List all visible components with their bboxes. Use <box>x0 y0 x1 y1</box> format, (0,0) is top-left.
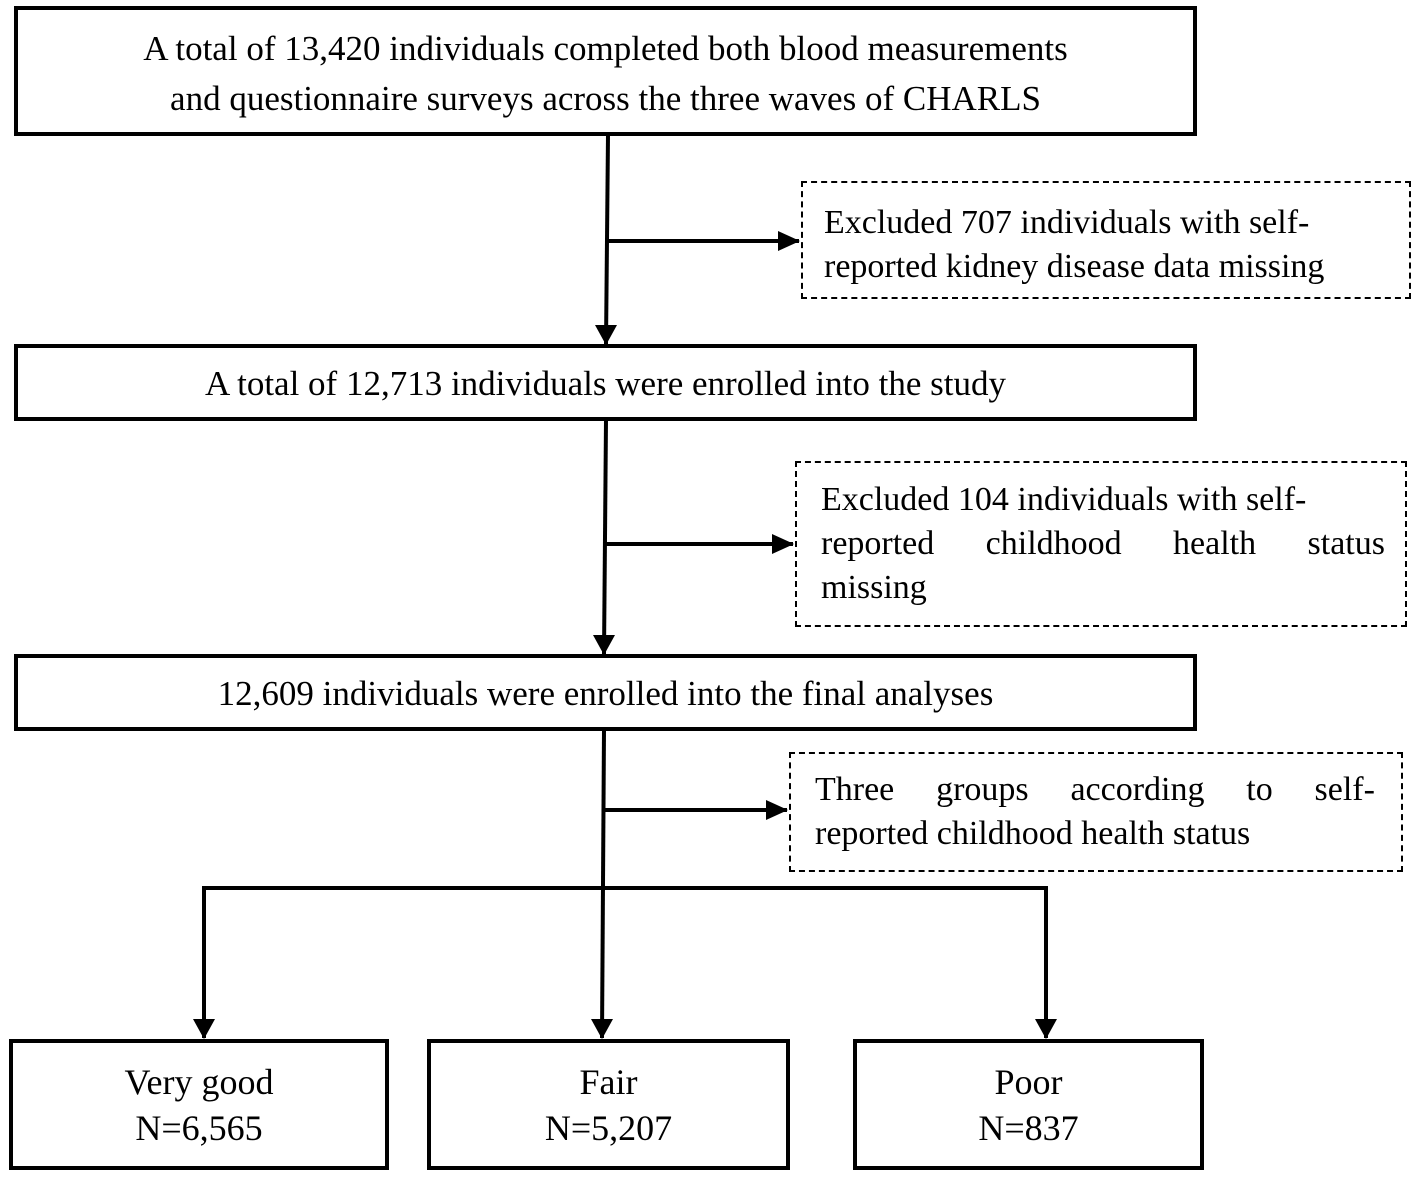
groups-note-box: Three groups according to self- reported… <box>789 752 1403 872</box>
childhood-word: reported <box>821 525 935 562</box>
childhood-word: childhood <box>985 525 1122 562</box>
group-count: N=6,565 <box>135 1108 263 1148</box>
branch-line <box>202 886 1048 1038</box>
kidney-line-1: Excluded 707 individuals with self- <box>824 204 1310 241</box>
kidney-exclusion-box: Excluded 707 individuals with self- repo… <box>801 181 1411 299</box>
arrow-total-to-enrolled <box>595 134 617 345</box>
childhood-word: status <box>1307 525 1385 562</box>
groups-note-word: Three <box>815 771 895 808</box>
group-fair-box: Fair N=5,207 <box>427 1039 790 1170</box>
group-label: Poor <box>994 1062 1063 1102</box>
childhood-line-2: reported childhood health status <box>821 522 1385 566</box>
kidney-line-2: reported kidney disease data missing <box>824 248 1325 285</box>
total-line-2: and questionnaire surveys across the thr… <box>170 79 1041 118</box>
childhood-exclusion-box: Excluded 104 individuals with self- repo… <box>795 461 1407 627</box>
groups-note-line-1: Three groups according to self- <box>815 768 1375 812</box>
childhood-line-3: missing <box>821 569 927 606</box>
final-analyses-box: 12,609 individuals were enrolled into th… <box>14 654 1197 731</box>
group-poor-box: Poor N=837 <box>853 1039 1204 1170</box>
groups-note-line-2: reported childhood health status <box>815 815 1251 852</box>
group-very-good-box: Very good N=6,565 <box>9 1039 389 1170</box>
groups-note-word: self- <box>1314 771 1375 808</box>
groups-note-word: groups <box>936 771 1029 808</box>
childhood-line-1: Excluded 104 individuals with self- <box>821 481 1307 518</box>
arrow-enrolled-to-final <box>593 419 615 655</box>
total-participants-box: A total of 13,420 individuals completed … <box>14 6 1197 136</box>
arrow-final-to-fair <box>591 729 613 1039</box>
groups-note-word: according <box>1070 771 1205 808</box>
groups-note-word: to <box>1246 771 1273 808</box>
childhood-word: health <box>1173 525 1257 562</box>
group-count: N=5,207 <box>544 1108 673 1148</box>
group-label: Very good <box>124 1062 274 1102</box>
group-label: Fair <box>579 1062 638 1102</box>
group-count: N=837 <box>978 1108 1079 1148</box>
enrolled-box: A total of 12,713 individuals were enrol… <box>14 344 1197 421</box>
enrolled-text: A total of 12,713 individuals were enrol… <box>205 364 1006 403</box>
final-text: 12,609 individuals were enrolled into th… <box>217 674 994 713</box>
total-line-1: A total of 13,420 individuals completed … <box>143 29 1068 68</box>
